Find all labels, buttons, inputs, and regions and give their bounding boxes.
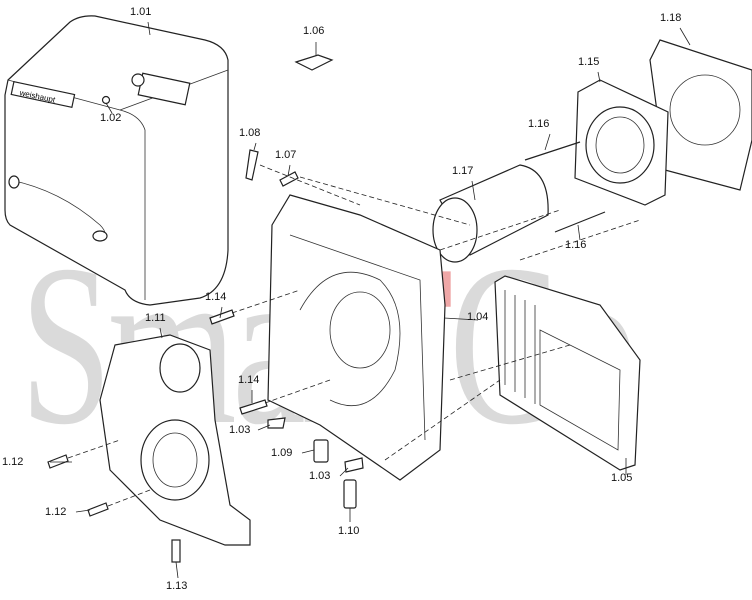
label-1-16-bottom: 1.16 xyxy=(565,239,587,251)
part-clip-103a xyxy=(267,417,286,429)
label-1-14-bottom: 1.14 xyxy=(238,374,260,386)
label-1-03-right: 1.03 xyxy=(309,470,331,482)
part-pin-114b xyxy=(239,399,268,415)
part-110 xyxy=(343,479,357,509)
part-cover: weishaupt xyxy=(4,15,229,306)
label-1-10: 1.10 xyxy=(338,525,360,537)
part-cap xyxy=(294,54,334,71)
part-pin-114a xyxy=(209,309,235,325)
label-1-18: 1.18 xyxy=(660,12,682,24)
label-1-16-top: 1.16 xyxy=(528,118,550,130)
part-flange xyxy=(574,79,669,206)
leader-lines xyxy=(50,21,691,579)
label-1-02: 1.02 xyxy=(100,112,122,124)
label-1-01: 1.01 xyxy=(130,6,152,18)
label-1-07: 1.07 xyxy=(275,149,297,161)
label-1-12-top: 1.12 xyxy=(2,456,24,468)
part-nipple-112a xyxy=(47,454,69,469)
label-1-03-left: 1.03 xyxy=(229,424,251,436)
label-1-06: 1.06 xyxy=(303,25,325,37)
label-1-12-bottom: 1.12 xyxy=(45,506,67,518)
label-1-04: 1.04 xyxy=(467,311,489,323)
part-gasket xyxy=(649,39,752,191)
part-air-box xyxy=(494,275,641,471)
label-1-11: 1.11 xyxy=(145,312,166,324)
part-109 xyxy=(313,439,329,463)
label-1-14-top: 1.14 xyxy=(205,291,227,303)
part-clip-103b xyxy=(344,457,364,473)
label-1-05: 1.05 xyxy=(611,472,633,484)
label-1-17: 1.17 xyxy=(452,165,474,177)
part-screw-107 xyxy=(279,171,299,187)
part-nipple-112b xyxy=(87,502,109,517)
part-mounting-plate xyxy=(99,334,251,546)
part-housing xyxy=(267,194,446,481)
label-1-15: 1.15 xyxy=(578,56,600,68)
part-flame-tube xyxy=(432,164,549,263)
label-1-09: 1.09 xyxy=(271,447,293,459)
part-screw-108 xyxy=(245,149,259,181)
part-113 xyxy=(171,539,181,563)
label-1-08: 1.08 xyxy=(239,127,261,139)
label-1-13: 1.13 xyxy=(166,580,188,592)
